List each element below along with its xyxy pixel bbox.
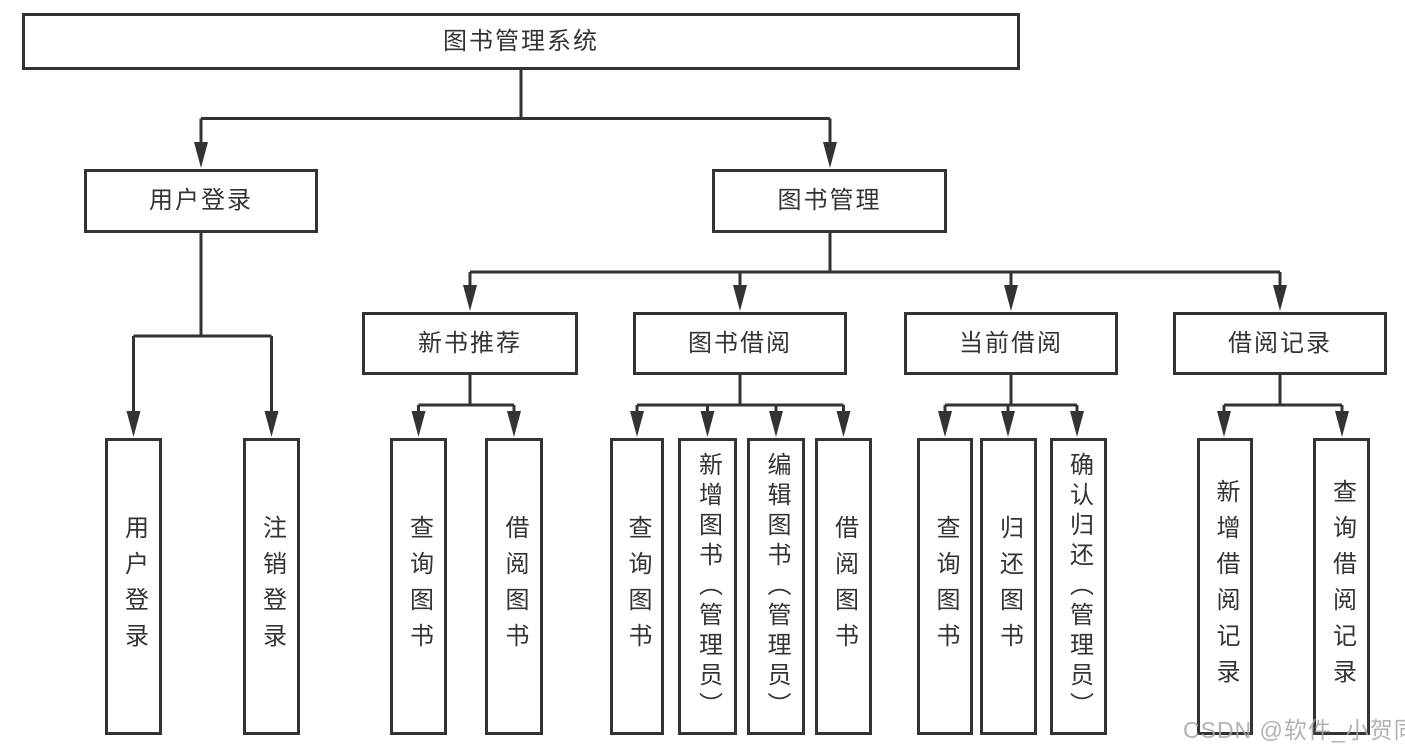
- leaf-query-books: 查询图书: [610, 438, 664, 735]
- leaf-label: 借阅图书: [501, 514, 528, 659]
- node-label: 用户登录: [149, 187, 253, 214]
- leaf-query-books: 查询图书: [917, 438, 973, 735]
- leaf-label: 确认归还（管理员）: [1065, 451, 1093, 722]
- leaf-label: 新增图书（管理员）: [694, 451, 722, 722]
- leaf-return-books: 归还图书: [980, 438, 1037, 735]
- leaf-logout: 注销登录: [243, 438, 300, 735]
- leaf-label: 新增借阅记录: [1212, 478, 1239, 695]
- leaf-label: 用户登录: [120, 514, 148, 659]
- leaf-user-login: 用户登录: [105, 438, 162, 735]
- leaf-query-borrow-record: 查询借阅记录: [1313, 438, 1370, 735]
- leaf-borrow-books: 借阅图书: [485, 438, 543, 735]
- leaf-edit-book-admin: 编辑图书（管理员）: [747, 438, 805, 735]
- csdn-watermark: CSDN @软件_小贺同学: [1183, 717, 1405, 743]
- node-label: 新书推荐: [418, 329, 522, 357]
- node-label: 图书管理系统: [443, 27, 599, 55]
- leaf-add-borrow-record: 新增借阅记录: [1197, 438, 1253, 735]
- node-book-borrowing: 图书借阅: [633, 312, 847, 375]
- node-new-book-recommendation: 新书推荐: [362, 312, 578, 375]
- leaf-label: 注销登录: [258, 514, 286, 659]
- node-label: 图书借阅: [688, 329, 792, 357]
- leaf-label: 归还图书: [995, 514, 1023, 659]
- node-label: 当前借阅: [959, 329, 1063, 357]
- node-current-borrowing: 当前借阅: [904, 312, 1118, 375]
- node-library-management-system: 图书管理系统: [22, 13, 1020, 70]
- node-book-management: 图书管理: [712, 169, 947, 233]
- leaf-label: 编辑图书（管理员）: [763, 451, 790, 722]
- node-borrowing-records: 借阅记录: [1173, 312, 1387, 375]
- leaf-label: 查询图书: [624, 514, 651, 659]
- node-label: 图书管理: [777, 187, 882, 214]
- leaf-label: 查询借阅记录: [1328, 478, 1356, 695]
- leaf-label: 查询图书: [932, 514, 959, 659]
- leaf-confirm-return-admin: 确认归还（管理员）: [1050, 438, 1107, 735]
- leaf-borrow-books: 借阅图书: [815, 438, 872, 735]
- leaf-query-books: 查询图书: [390, 438, 447, 735]
- leaf-label: 借阅图书: [830, 514, 858, 659]
- leaf-add-book-admin: 新增图书（管理员）: [678, 438, 737, 735]
- node-label: 借阅记录: [1228, 329, 1332, 357]
- node-user-login: 用户登录: [84, 169, 318, 233]
- leaf-label: 查询图书: [405, 514, 433, 659]
